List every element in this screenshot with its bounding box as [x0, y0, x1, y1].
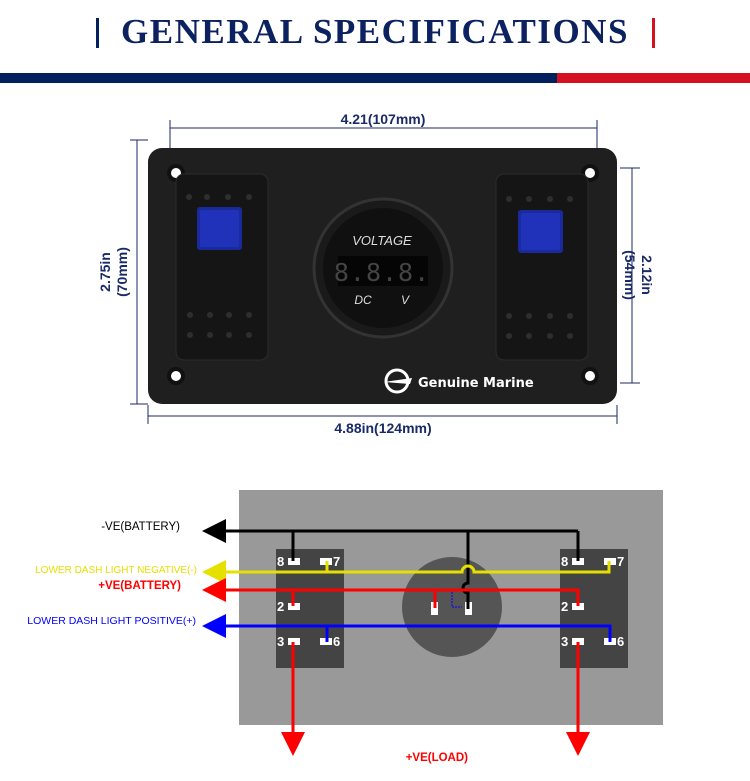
pin-3-right: 3 [561, 634, 568, 649]
voltmeter-display: 8.8.8. [334, 258, 430, 287]
pin-2: 2 [277, 599, 284, 614]
mounting-holes [167, 164, 599, 385]
voltmeter: VOLTAGE 8.8.8. DC V [312, 197, 454, 339]
label-dash-negative: LOWER DASH LIGHT NEGATIVE(-) [35, 565, 197, 576]
pin-7-right: 7 [617, 554, 624, 569]
left-height-mm: (70mm) [114, 247, 130, 297]
page-title: GENERAL SPECIFICATIONS [121, 12, 629, 51]
pin-6: 6 [333, 634, 340, 649]
right-height-mm: (54mm) [622, 250, 638, 300]
label-load: +VE(LOAD) [406, 752, 468, 764]
pin-3: 3 [277, 634, 284, 649]
switch-panel: VOLTAGE 8.8.8. DC V Genuine Marine [148, 148, 617, 404]
wire-dash-positive [202, 614, 612, 642]
header-divider-navy [0, 73, 557, 83]
rocker-switch-right [495, 173, 589, 361]
switch-block-right [560, 549, 628, 668]
label-pos-battery: +VE(BATTERY) [98, 580, 181, 592]
voltmeter-dc: DC [354, 293, 372, 307]
left-height-in: 2.75in [97, 252, 113, 292]
pin-8: 8 [277, 554, 284, 569]
pin-2-right: 2 [561, 599, 568, 614]
label-neg-battery: -VE(BATTERY) [101, 521, 180, 533]
dimension-lines [130, 120, 640, 424]
header-divider-red [557, 73, 750, 83]
bottom-width-label: 4.88in(124mm) [334, 420, 431, 436]
pin-6-right: 6 [617, 634, 624, 649]
switch-dots [186, 194, 573, 339]
wire-pos-battery [202, 578, 580, 606]
title-left-bar [96, 18, 99, 48]
right-height-in: 2.12in [639, 255, 655, 295]
switch-block-left [276, 549, 344, 668]
voltmeter-label: VOLTAGE [352, 233, 412, 248]
rocker-switch-left [175, 173, 269, 361]
top-width-label: 4.21(107mm) [341, 111, 426, 127]
brand-name: Genuine Marine [418, 376, 534, 391]
pin-7: 7 [333, 554, 340, 569]
pin-8-right: 8 [561, 554, 568, 569]
wire-dash-negative [202, 560, 611, 584]
title-right-bar [652, 18, 655, 48]
label-dash-positive: LOWER DASH LIGHT POSITIVE(+) [27, 615, 196, 627]
voltmeter-v: V [401, 293, 410, 307]
wiring-diagram: 8 7 2 3 6 8 7 2 3 6 -VE(BATTERY) LOWER D… [27, 490, 663, 764]
brand-logo: Genuine Marine [384, 368, 534, 394]
